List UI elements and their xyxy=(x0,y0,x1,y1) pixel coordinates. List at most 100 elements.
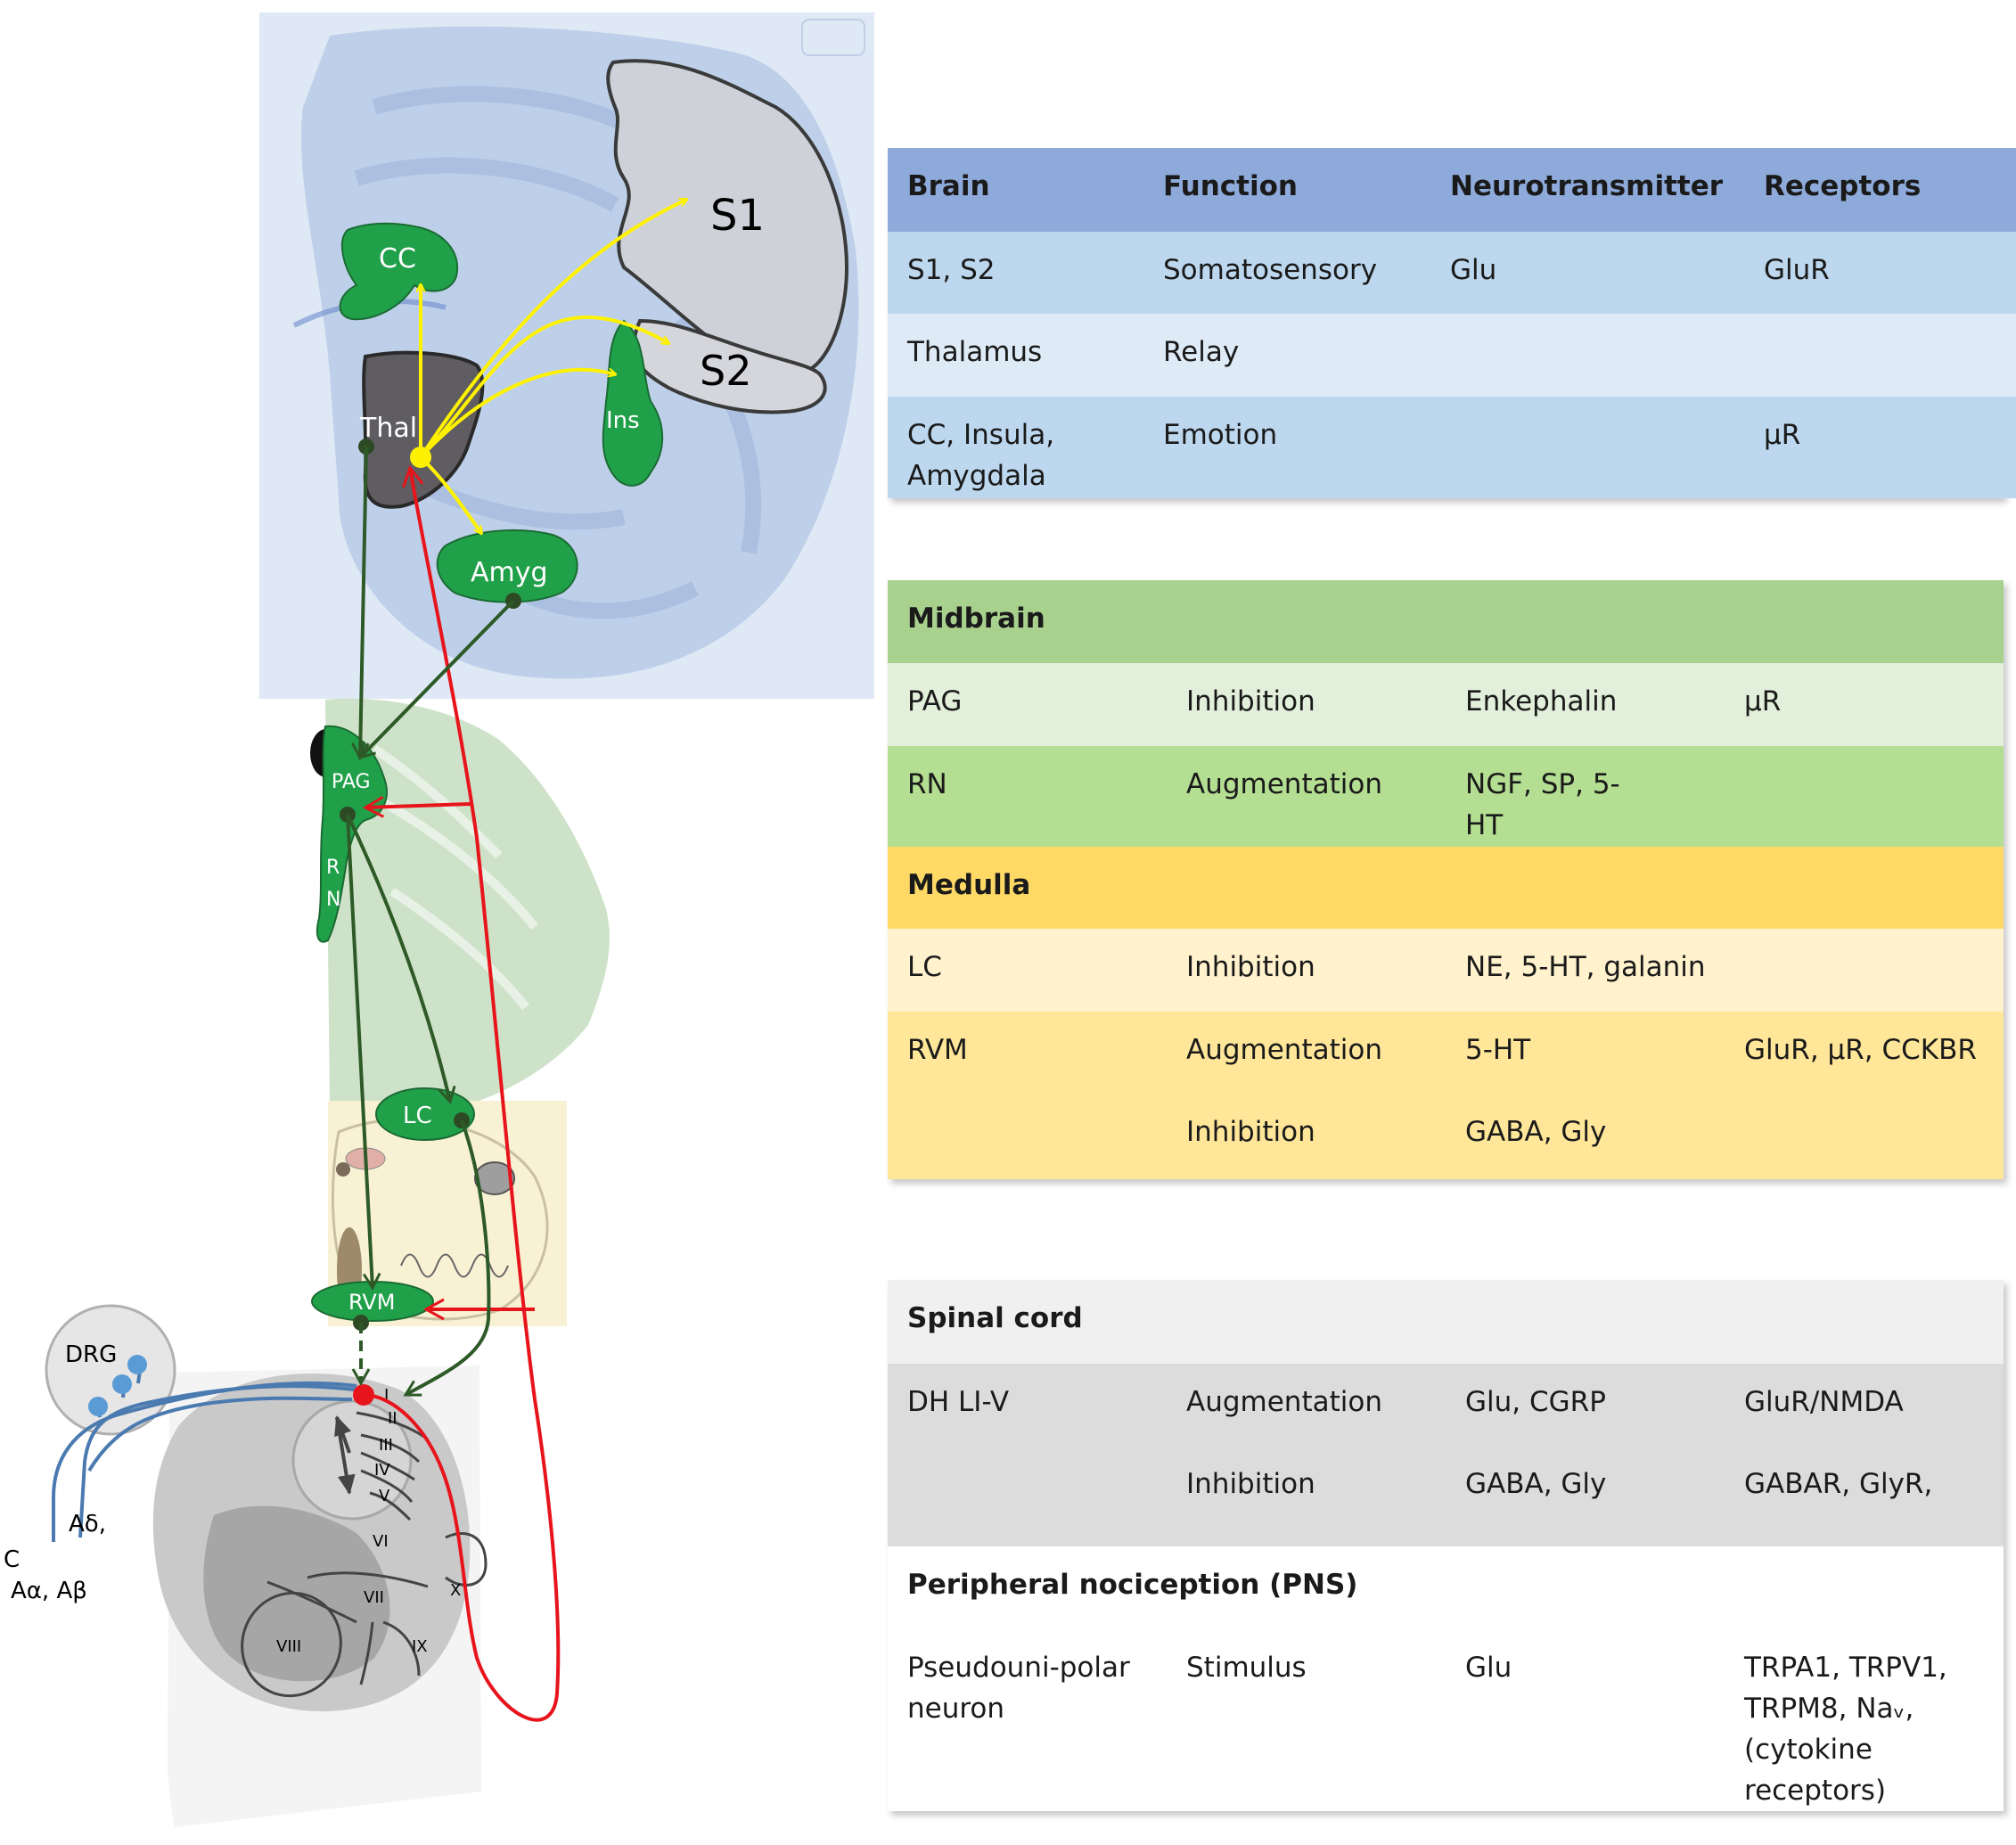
cell: Inhibition xyxy=(1186,685,1315,718)
lamina-iii: III xyxy=(379,1436,393,1455)
amyg-region xyxy=(436,529,578,603)
cell: TRPA1, TRPV1, TRPM8, Naᵥ, (cytokine rece… xyxy=(1744,1652,1947,1807)
cell: LC xyxy=(907,951,942,983)
rvm-label: RVM xyxy=(348,1290,396,1315)
col-header-neurotransmitter: Neurotransmitter xyxy=(1450,170,1724,202)
cell xyxy=(1725,746,2004,847)
cell: NGF, SP, 5-HT xyxy=(1465,768,1620,841)
cell: Stimulus xyxy=(1186,1652,1307,1684)
cell: RN xyxy=(907,768,947,800)
cell: GluR xyxy=(1764,254,1830,286)
pns-header: Peripheral nociception (PNS) xyxy=(907,1569,1358,1601)
midbrain-medulla-table: Midbrain PAG Inhibition Enkephalin μR RN… xyxy=(888,580,2004,1179)
table-row: Inhibition GABA, Gly GABAR, GlyR, xyxy=(888,1446,2004,1546)
lamina-viii: VIII xyxy=(276,1637,301,1656)
cell: S1, S2 xyxy=(907,254,996,286)
lamina-v: V xyxy=(379,1487,390,1505)
ins-label: Ins xyxy=(606,407,640,434)
cell: GABA, Gly xyxy=(1465,1116,1607,1148)
spinal-header: Spinal cord xyxy=(907,1302,1083,1334)
cell xyxy=(888,1446,1167,1546)
cell: GABAR, GlyR, xyxy=(1744,1468,1933,1500)
table-row: PAG Inhibition Enkephalin μR xyxy=(888,663,2004,746)
fiber-a-alpha-beta-label: Aα, Aβ xyxy=(11,1578,87,1604)
table-row: Pseudouni-polar neuron Stimulus Glu TRPA… xyxy=(888,1629,2004,1811)
midbrain-header-row: Midbrain xyxy=(888,580,2004,663)
cc-region xyxy=(339,222,459,321)
ascending-pathway xyxy=(362,464,561,1722)
cell xyxy=(1430,397,1744,498)
drg-soma-1 xyxy=(88,1397,108,1416)
table-row: CC, Insula, Amygdala Emotion μR xyxy=(888,397,2016,498)
spinal-pns-table: Spinal cord DH LI-V Augmentation Glu, CG… xyxy=(888,1280,2004,1811)
spinal-cord-section xyxy=(152,1365,488,1827)
cell: Relay xyxy=(1163,336,1240,368)
cell xyxy=(1725,1094,2004,1179)
cell: Augmentation xyxy=(1186,1386,1382,1418)
fiber-a-delta-label: Aδ, xyxy=(69,1511,106,1538)
cell: Augmentation xyxy=(1186,768,1382,800)
spinal-header-row: Spinal cord xyxy=(888,1280,2004,1364)
cell: GluR/NMDA xyxy=(1744,1386,1904,1418)
cell xyxy=(1430,314,1744,397)
lamina-x: X xyxy=(450,1581,461,1600)
cell xyxy=(888,1094,1167,1179)
cell: GluR, μR, CCKBR xyxy=(1744,1034,1977,1066)
table-row: LC Inhibition NE, 5-HT, galanin xyxy=(888,929,2004,1012)
drg-soma-3 xyxy=(127,1355,147,1374)
midbrain-section xyxy=(325,698,610,1105)
col-header-receptors: Receptors xyxy=(1764,170,1922,202)
cc-label: CC xyxy=(379,243,416,275)
cell: NE, 5-HT, galanin xyxy=(1465,951,1706,983)
cell: Augmentation xyxy=(1186,1034,1382,1066)
cell: PAG xyxy=(907,685,963,718)
lc-label: LC xyxy=(403,1103,432,1129)
cell: Inhibition xyxy=(1186,1468,1315,1500)
pag-region xyxy=(316,725,388,943)
brain-table: Brain Function Neurotransmitter Receptor… xyxy=(888,148,2016,498)
dorsal-horn-circuit xyxy=(334,1415,356,1495)
fiber-c-label: C xyxy=(4,1546,20,1573)
rn-label-n: N xyxy=(326,889,340,911)
medulla-header-row: Medulla xyxy=(888,847,2004,929)
cell: GABA, Gly xyxy=(1465,1468,1607,1500)
cell xyxy=(1744,314,2016,397)
cell: DH LI-V xyxy=(907,1386,1010,1418)
lamina-i: I xyxy=(384,1386,389,1405)
col-header-function: Function xyxy=(1163,170,1298,202)
table-row: Inhibition GABA, Gly xyxy=(888,1094,2004,1179)
cell: Pseudouni-polar neuron xyxy=(907,1652,1130,1725)
midbrain-header: Midbrain xyxy=(907,603,1045,635)
brain-table-header: Brain Function Neurotransmitter Receptor… xyxy=(888,148,2016,232)
pns-header-row: Peripheral nociception (PNS) xyxy=(888,1546,2004,1629)
col-header-brain: Brain xyxy=(907,170,990,202)
table-row: S1, S2 Somatosensory Glu GluR xyxy=(888,232,2016,314)
cell: Inhibition xyxy=(1186,951,1315,983)
cell: Somatosensory xyxy=(1163,254,1378,286)
lamina-vi: VI xyxy=(373,1532,389,1551)
ins-region xyxy=(602,319,664,487)
dorsal-horn-projection-neuron xyxy=(353,1384,374,1406)
rn-label-r: R xyxy=(326,857,340,879)
cell: Glu, CGRP xyxy=(1465,1386,1606,1418)
cell: μR xyxy=(1764,419,1801,451)
s2-label: S2 xyxy=(700,347,751,395)
pag-label: PAG xyxy=(332,771,371,793)
drg-soma-2 xyxy=(112,1374,132,1394)
cell: Thalamus xyxy=(907,336,1043,368)
table-row: DH LI-V Augmentation Glu, CGRP GluR/NMDA xyxy=(888,1364,2004,1446)
amyg-label: Amyg xyxy=(471,557,548,588)
thalamic-projections xyxy=(410,200,686,533)
table-row: RVM Augmentation 5-HT GluR, μR, CCKBR xyxy=(888,1012,2004,1094)
lamina-ii: II xyxy=(388,1409,397,1428)
medulla-header: Medulla xyxy=(907,869,1031,901)
cell: 5-HT xyxy=(1465,1034,1531,1066)
cell: Inhibition xyxy=(1186,1116,1315,1148)
cell xyxy=(1725,929,2004,1012)
cell: CC, Insula, Amygdala xyxy=(907,419,1055,492)
s1-label: S1 xyxy=(710,191,765,241)
lamina-ix: IX xyxy=(412,1637,428,1656)
table-row: RN Augmentation NGF, SP, 5-HT xyxy=(888,746,2004,847)
drg-label: DRG xyxy=(65,1341,117,1368)
table-row: Thalamus Relay xyxy=(888,314,2016,397)
